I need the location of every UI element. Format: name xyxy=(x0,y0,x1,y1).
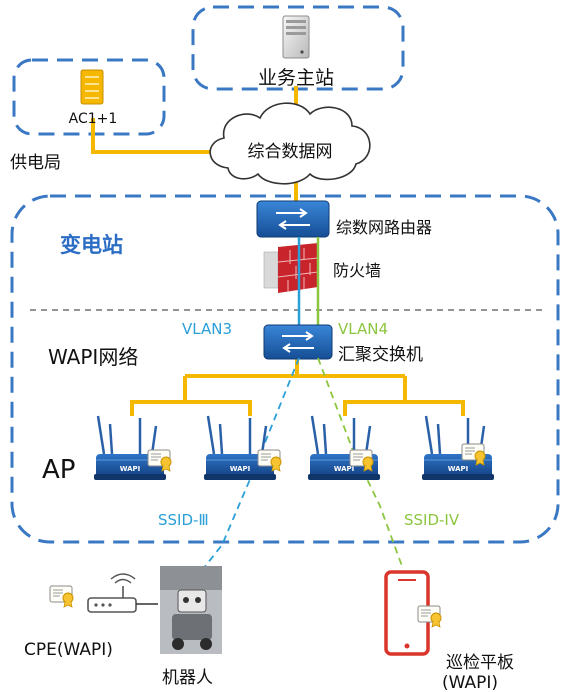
cpe-icon xyxy=(49,573,158,613)
wapi-network-label: WAPI网络 xyxy=(48,345,138,369)
firewall-label: 防火墙 xyxy=(333,261,381,280)
substation-label: 变电站 xyxy=(60,233,123,257)
ac-controller-icon xyxy=(80,69,104,105)
integrated-network-label: 综合数据网 xyxy=(248,142,333,162)
ac-label: AC1+1 xyxy=(69,111,118,127)
vlan3-label: VLAN3 xyxy=(182,320,232,338)
substation-box xyxy=(10,194,560,544)
svg-text:WAPI: WAPI xyxy=(120,465,141,473)
server-icon xyxy=(282,15,310,59)
tablet-label-line1: 巡检平板 xyxy=(446,653,514,673)
router-label: 综数网路由器 xyxy=(336,218,432,237)
aggregation-switch-label: 汇聚交换机 xyxy=(338,345,423,365)
robot-label: 机器人 xyxy=(162,668,213,688)
access-point-icon: WAPI xyxy=(202,414,282,482)
ssid3-path xyxy=(179,357,300,599)
router-icon xyxy=(256,200,330,238)
cpe-label: CPE(WAPI) xyxy=(24,640,113,660)
svg-text:WAPI: WAPI xyxy=(334,465,355,473)
access-point-icon: WAPI xyxy=(92,414,172,482)
ap-label: AP xyxy=(42,455,75,485)
vlan4-label: VLAN4 xyxy=(338,320,388,338)
ac-box xyxy=(12,58,166,136)
tablet-label-line2: (WAPI) xyxy=(442,673,498,692)
firewall-icon xyxy=(263,243,319,293)
cloud-icon xyxy=(209,102,371,185)
ssid4-path xyxy=(317,357,403,567)
robot-image xyxy=(160,566,222,654)
ssid3-label: SSID-Ⅲ xyxy=(158,511,209,529)
business-station-label: 业务主站 xyxy=(258,67,334,89)
ssid4-label: SSID-IV xyxy=(404,511,460,529)
access-point-icon: WAPI xyxy=(420,414,496,482)
tablet-icon xyxy=(384,570,442,656)
aggregation-switch-icon xyxy=(263,324,333,360)
power-bureau-label: 供电局 xyxy=(10,153,61,173)
access-point-icon: WAPI xyxy=(306,414,382,482)
svg-text:WAPI: WAPI xyxy=(448,465,469,473)
svg-text:WAPI: WAPI xyxy=(230,465,251,473)
